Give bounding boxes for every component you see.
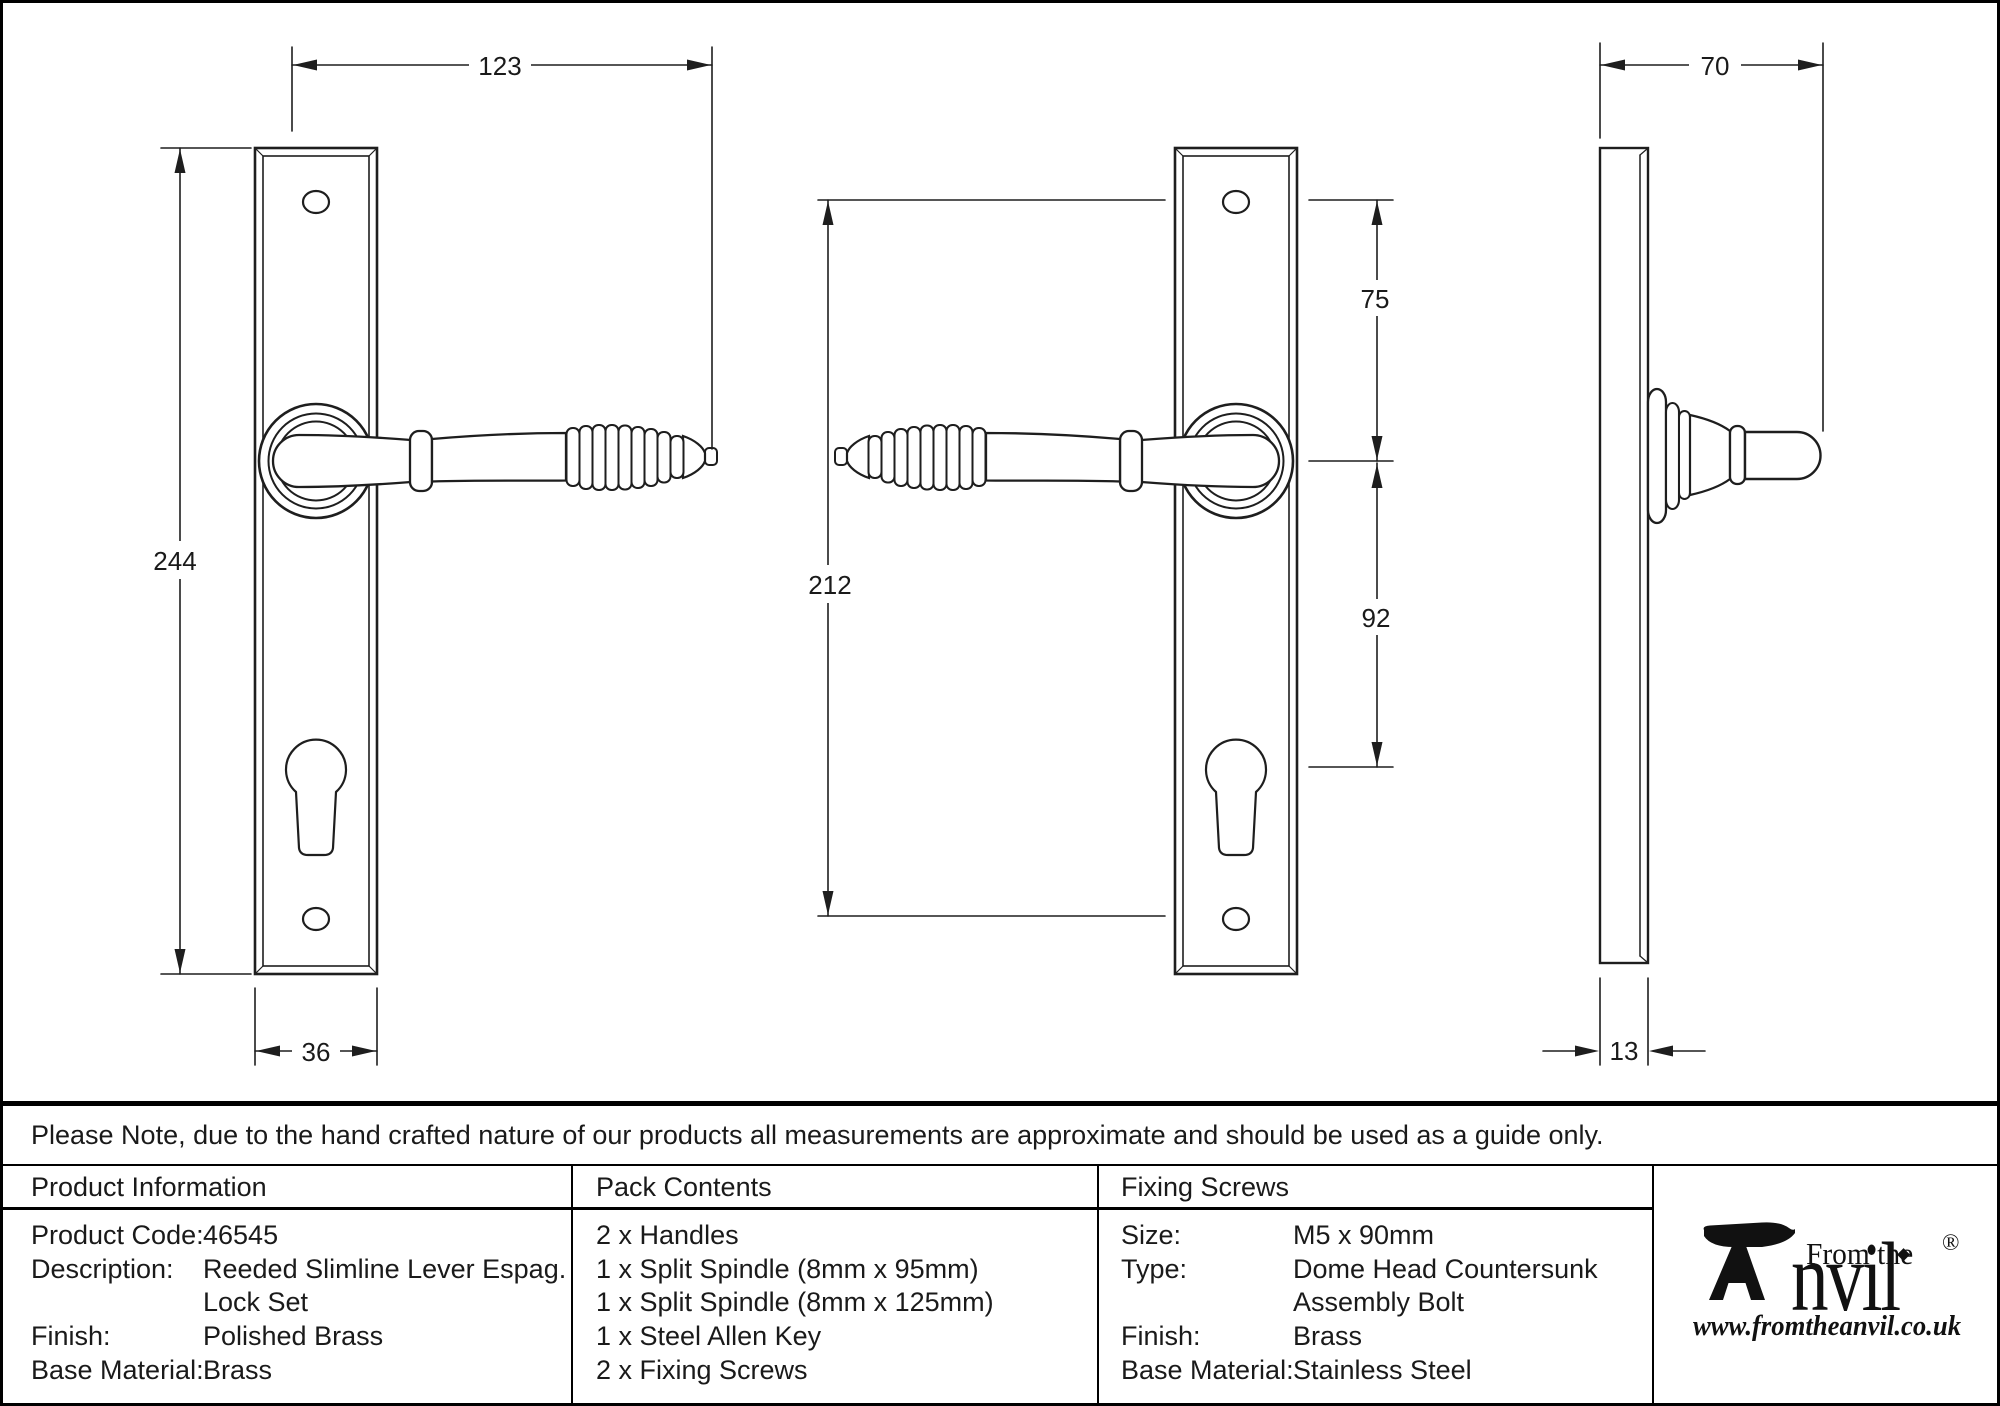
brand-logo: nvil From the ◆ ® www.fromtheanvil.co.uk	[1654, 1210, 1997, 1403]
dim-label-244: 244	[153, 546, 196, 576]
header-pack-contents: Pack Contents	[596, 1172, 772, 1202]
dim-plate-height: 244	[145, 147, 252, 975]
finish-label: Finish:	[31, 1321, 111, 1351]
screw-finish-label: Finish:	[1121, 1321, 1201, 1351]
dim-projection: 70	[1599, 42, 1824, 432]
base-material-label: Base Material:	[31, 1355, 204, 1385]
column-divider-3	[1652, 1164, 1654, 1403]
screw-size-label: Size:	[1121, 1220, 1182, 1250]
dim-overall-width: 123	[291, 46, 713, 450]
dim-handle-to-keyhole: 92	[1308, 462, 1401, 768]
base-material-value: Brass	[203, 1355, 273, 1385]
dim-label-75: 75	[1361, 284, 1390, 314]
pack-item-4: 1 x Steel Allen Key	[596, 1321, 822, 1351]
logo-anvil-text: nvil	[1791, 1223, 1901, 1332]
handle-profile	[1646, 387, 1822, 525]
pack-item-2: 1 x Split Spindle (8mm x 95mm)	[596, 1254, 979, 1284]
description-label: Description:	[31, 1254, 174, 1284]
description-value: Reeded Slimline Lever Espag.	[203, 1254, 567, 1284]
pack-item-1: 2 x Handles	[596, 1220, 739, 1250]
dim-handle-to-screw: 75	[1308, 199, 1400, 462]
registered-mark: ®	[1942, 1230, 1960, 1255]
front-view-right: 212 75 92	[800, 146, 1401, 976]
product-code-label: Product Code:	[31, 1220, 204, 1250]
front-view-left: 123 244 36	[145, 46, 719, 1068]
dim-label-13: 13	[1610, 1036, 1639, 1066]
dim-screw-centres: 212	[800, 199, 1166, 917]
dim-label-36: 36	[302, 1037, 331, 1067]
pack-item-3: 1 x Split Spindle (8mm x 125mm)	[596, 1287, 994, 1317]
separator-header-bottom	[3, 1207, 1654, 1210]
description-value-2: Lock Set	[203, 1287, 309, 1317]
screw-finish-value: Brass	[1293, 1321, 1363, 1351]
dim-label-123: 123	[478, 51, 521, 81]
backplate-profile	[1598, 146, 1650, 965]
separator-note-bottom	[3, 1164, 1997, 1166]
column-divider-2	[1097, 1164, 1099, 1403]
logo-from-the-text: From the	[1806, 1236, 1914, 1271]
anvil-icon	[1703, 1222, 1795, 1300]
screw-size-value: M5 x 90mm	[1293, 1220, 1435, 1250]
screw-base-material-label: Base Material:	[1121, 1355, 1294, 1385]
dim-label-92: 92	[1362, 603, 1391, 633]
logo-website: www.fromtheanvil.co.uk	[1692, 1310, 1962, 1342]
finish-value: Polished Brass	[203, 1321, 384, 1351]
dim-plate-thickness: 13	[1542, 977, 1706, 1066]
screw-type-value: Dome Head Countersunk	[1293, 1254, 1598, 1284]
separator-thick	[3, 1101, 1997, 1106]
product-code-value: 46545	[203, 1220, 279, 1250]
side-view: 70 13	[1542, 42, 1824, 1066]
dim-label-212: 212	[808, 570, 851, 600]
dim-label-70: 70	[1701, 51, 1730, 81]
header-fixing-screws: Fixing Screws	[1121, 1172, 1290, 1202]
technical-drawing: 123 244 36	[145, 42, 1824, 1068]
pack-item-5: 2 x Fixing Screws	[596, 1355, 808, 1385]
header-product-information: Product Information	[31, 1172, 267, 1202]
screw-type-label: Type:	[1121, 1254, 1188, 1284]
screw-base-material-value: Stainless Steel	[1293, 1355, 1472, 1385]
diamond-icon: ◆	[1897, 1244, 1911, 1263]
measurement-note: Please Note, due to the hand crafted nat…	[31, 1120, 1604, 1150]
screw-type-value-2: Assembly Bolt	[1293, 1287, 1465, 1317]
column-divider-1	[571, 1164, 573, 1403]
dim-plate-width: 36	[254, 987, 378, 1068]
